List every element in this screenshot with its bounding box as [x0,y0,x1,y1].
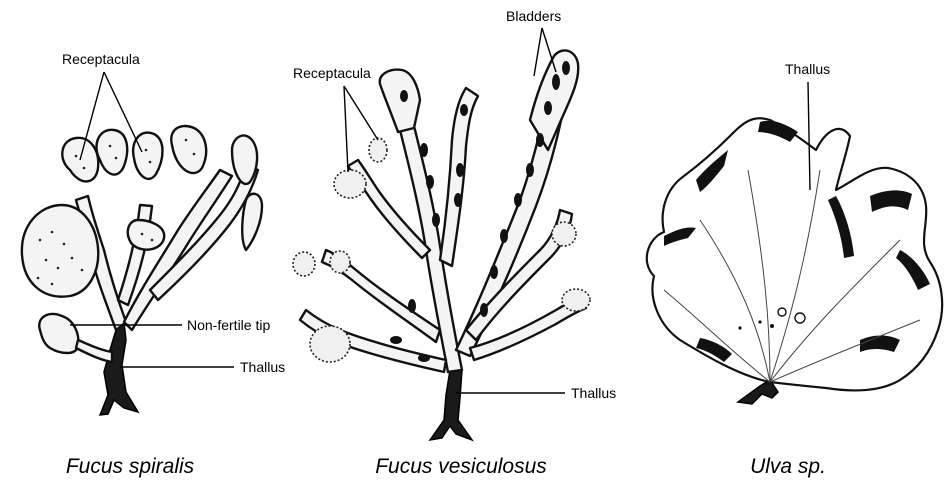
ulva-illustration: Thallus [647,61,942,404]
spiralis-receptacle-1 [22,205,98,297]
spiralis-thallus-label: Thallus [240,359,285,375]
vesiculosus-thallus-label: Thallus [571,385,616,401]
fucus-vesiculosus-caption: Fucus vesiculosus [375,455,547,478]
spiralis-lower-left-branch [76,340,112,362]
vesiculosus-bladders-label: Bladders [506,8,561,24]
spiralis-receptacle-4 [133,133,162,179]
ulva-caption: Ulva sp. [750,455,826,478]
spiralis-non-fertile-tip [39,314,78,353]
vesiculosus-receptacula-label: Receptacula [293,65,371,81]
vesiculosus-holdfast [430,370,472,440]
ulva-holdfast [738,380,778,404]
spiralis-non-fertile-tip-label: Non-fertile tip [187,317,270,333]
vesiculosus-receptacula-leader-2 [344,86,378,140]
vesiculosus-branch-top-left [380,70,420,132]
vesiculosus-branch-mid [440,88,478,266]
vesiculosus-receptacula-leader-1 [344,86,348,172]
ulva-thallus-label: Thallus [785,61,830,77]
fucus-vesiculosus-illustration: Receptacula Bladders Thallus [293,8,616,440]
fucus-spiralis-illustration: Receptacula Non-fertile tip Thallus [22,51,285,415]
fucus-spiralis-caption: Fucus spiralis [66,455,195,478]
spiralis-receptacle-5 [171,126,206,173]
spiralis-tip-far [242,194,262,250]
vesiculosus-bladders-leader-2 [534,28,542,76]
spiralis-tip-right [232,135,257,183]
spiralis-receptacula-label: Receptacula [62,51,140,67]
spiralis-receptacle-6 [128,220,164,250]
spiralis-holdfast [100,322,138,415]
spiralis-receptacle-3 [96,130,127,175]
